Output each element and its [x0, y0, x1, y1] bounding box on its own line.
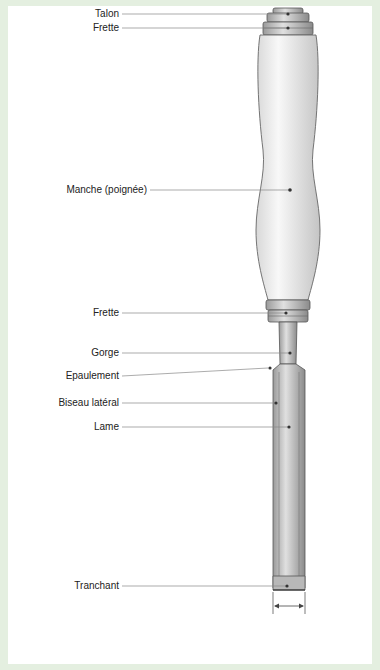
part-label: Gorge — [90, 347, 121, 359]
part-label: Epaulement — [65, 370, 121, 382]
part-label: Frette — [92, 307, 121, 319]
part-label: Frette — [92, 22, 121, 34]
part-label: Manche (poignée) — [65, 184, 149, 196]
part-label: Lame — [93, 421, 121, 433]
part-label: Tranchant — [73, 580, 121, 592]
part-label: Talon — [94, 8, 121, 20]
part-label: Biseau latéral — [57, 397, 121, 409]
